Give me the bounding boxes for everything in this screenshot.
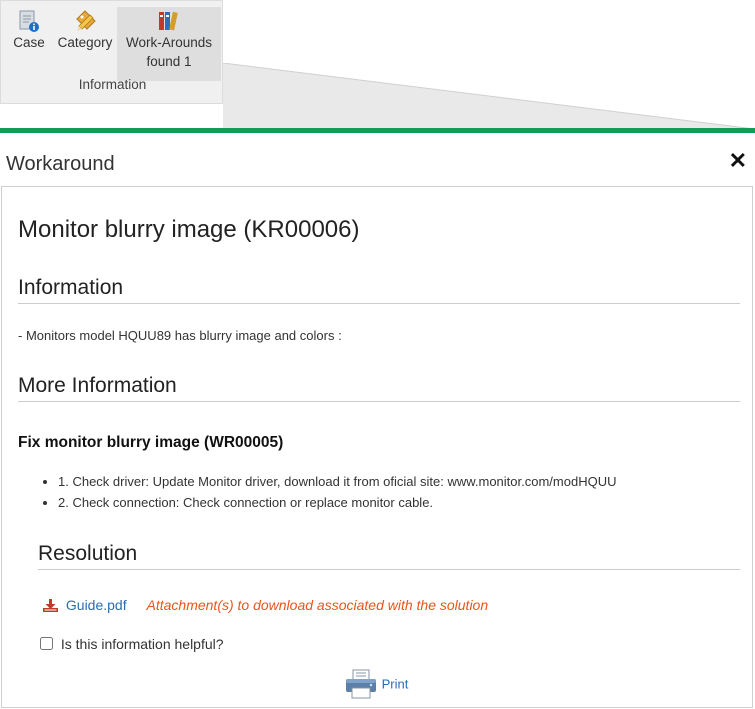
ribbon-panel: Case Category Work-Arounds found 1 Infor… <box>0 0 223 104</box>
binders-icon <box>159 11 178 31</box>
steps-list: 1. Check driver: Update Monitor driver, … <box>40 474 616 516</box>
printer-icon <box>346 669 376 699</box>
workarounds-count: found 1 <box>146 54 192 69</box>
pencil-tag-icon <box>76 10 96 31</box>
dialog-title: Workaround <box>6 153 115 175</box>
dialog-accent-bar <box>0 128 755 133</box>
case-label: Case <box>13 35 45 50</box>
resolution-heading: Resolution <box>38 542 740 570</box>
category-label: Category <box>57 35 113 50</box>
download-icon <box>43 599 58 613</box>
case-button[interactable]: Case <box>9 9 49 50</box>
more-information-heading: More Information <box>18 374 740 402</box>
helpful-label: Is this information helpful? <box>60 636 224 652</box>
attachment-note: Attachment(s) to download associated wit… <box>146 597 489 613</box>
attachment-link[interactable]: Guide.pdf <box>65 597 127 613</box>
list-item: 2. Check connection: Check connection or… <box>58 495 616 510</box>
fix-title: Fix monitor blurry image (WR00005) <box>18 434 284 451</box>
print-button[interactable]: Print <box>344 669 408 699</box>
list-item: 1. Check driver: Update Monitor driver, … <box>58 474 616 489</box>
information-heading: Information <box>18 276 740 304</box>
workaround-content: Monitor blurry image (KR00006) Informati… <box>1 186 753 708</box>
ribbon-group-label: Information <box>78 77 147 92</box>
helpful-option[interactable]: Is this information helpful? <box>40 636 224 652</box>
close-icon[interactable]: ✕ <box>728 148 747 173</box>
article-title: Monitor blurry image (KR00006) <box>18 216 360 243</box>
information-text: - Monitors model HQUU89 has blurry image… <box>18 328 342 343</box>
attachment-row: Guide.pdf Attachment(s) to download asso… <box>42 597 488 613</box>
document-info-icon <box>19 10 39 32</box>
callout-pointer <box>223 63 755 129</box>
workarounds-button[interactable]: Work-Arounds found 1 <box>117 7 221 81</box>
category-button[interactable]: Category <box>53 9 117 50</box>
helpful-checkbox[interactable] <box>40 637 53 650</box>
print-label[interactable]: Print <box>381 676 409 692</box>
workarounds-label: Work-Arounds <box>125 35 213 50</box>
